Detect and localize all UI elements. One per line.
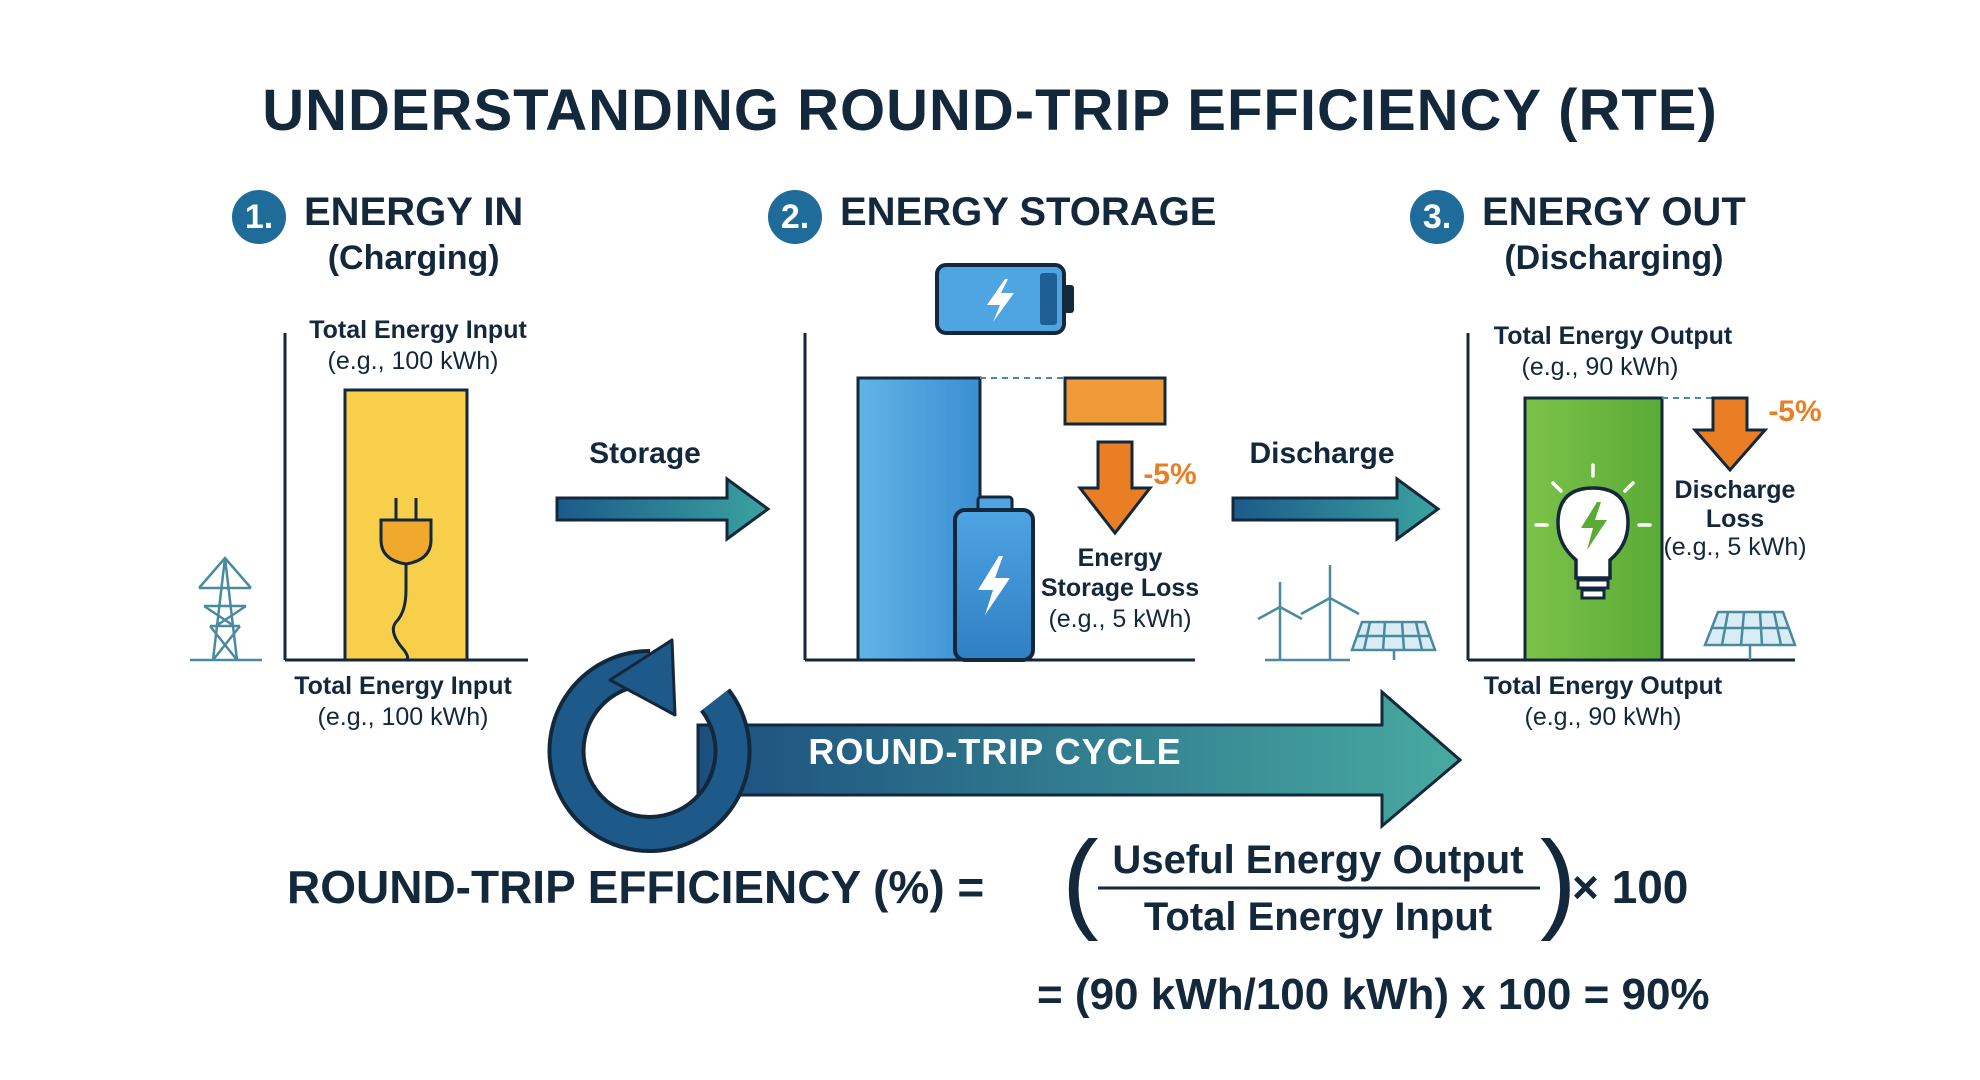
step-3-subtitle: (Discharging) [1504,239,1724,277]
output-bottom-label: Total Energy Output [1483,672,1723,700]
formula-numerator: Useful Energy Output [1112,838,1524,882]
round-trip-cycle-label: ROUND-TRIP CYCLE [808,731,1182,772]
storage-loss-block [1063,376,1167,426]
step-1-subtitle: (Charging) [327,239,500,277]
step-3-header: 3. ENERGY OUT (Discharging) [1410,190,1746,278]
discharge-arrow-label: Discharge [1249,437,1395,470]
input-bottom-label: Total Energy Input [294,672,512,700]
step-2-badge: 2. [768,190,822,244]
page-title: UNDERSTANDING ROUND-TRIP EFFICIENCY (RTE… [262,78,1718,143]
battery-icon [935,263,1074,335]
step-2-header: 2. ENERGY STORAGE [768,190,1216,244]
round-trip-arrow [696,688,1463,830]
discharge-loss-arrow [1691,396,1769,473]
discharge-loss-label-2: Loss [1705,505,1765,533]
storage-arrow [555,476,771,542]
step-1-title: ENERGY IN [304,190,524,234]
cycle-arrow-icon [547,638,752,853]
output-bottom-value: (e.g., 90 kWh) [1524,703,1682,731]
power-plug-icon [379,498,433,662]
formula-left-paren: ( [1062,819,1099,942]
output-top-label: Total Energy Output [1493,322,1733,350]
storage-arrow-label: Storage [589,437,701,470]
solar-panel-icon [1703,610,1797,660]
input-bottom-value: (e.g., 100 kWh) [317,703,489,731]
formula-denominator: Total Energy Input [1143,895,1493,939]
wind-turbine-icon [1257,565,1360,662]
formula-lhs: ROUND-TRIP EFFICIENCY (%) = [287,861,985,913]
discharge-loss-label-1: Discharge [1674,476,1796,504]
storage-loss-arrow [1076,440,1154,536]
step-1-badge: 1. [232,190,286,244]
input-top-value: (e.g., 100 kWh) [327,347,499,375]
transmission-tower-icon [190,556,262,662]
storage-loss-label-2: Storage Loss [1040,574,1200,602]
formula-multiplier: × 100 [1572,861,1689,913]
formula-example: = (90 kWh/100 kWh) x 100 = 90% [1037,970,1710,1019]
discharge-arrow [1231,476,1441,542]
discharge-loss-percent: -5% [1768,395,1822,428]
storage-loss-percent: -5% [1143,458,1197,491]
input-top-label: Total Energy Input [309,316,527,344]
discharge-loss-value: (e.g., 5 kWh) [1663,533,1807,561]
step-3-badge: 3. [1410,190,1464,244]
step-3-title: ENERGY OUT [1482,190,1746,234]
output-top-value: (e.g., 90 kWh) [1521,353,1679,381]
light-bulb-icon [1534,463,1652,600]
storage-loss-label-1: Energy [1077,544,1163,572]
solar-panel-icon [1350,620,1437,660]
storage-loss-value: (e.g., 5 kWh) [1048,605,1192,633]
step-1-header: 1. ENERGY IN (Charging) [232,190,523,278]
battery-icon [953,495,1035,662]
formula-right-paren: ) [1540,819,1577,942]
step-2-title: ENERGY STORAGE [840,190,1217,234]
